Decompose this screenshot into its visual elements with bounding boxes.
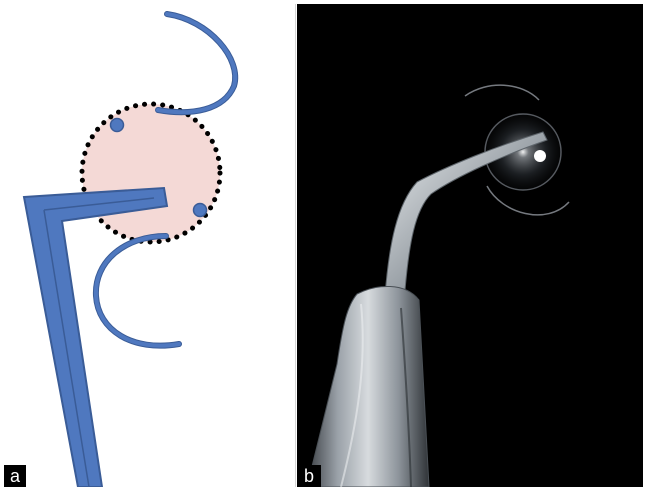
panel-a-schematic: a [4,4,296,487]
schematic-drawing [4,4,295,487]
panel-label-b: b [297,465,321,487]
lower-haptic [96,236,179,346]
light-reflection [534,150,546,162]
positioning-hole-lower [194,204,207,217]
photograph [297,4,643,487]
panel-label-a: a [4,465,26,487]
positioning-hole-upper [111,119,124,132]
panel-b-photograph: b [297,4,643,487]
